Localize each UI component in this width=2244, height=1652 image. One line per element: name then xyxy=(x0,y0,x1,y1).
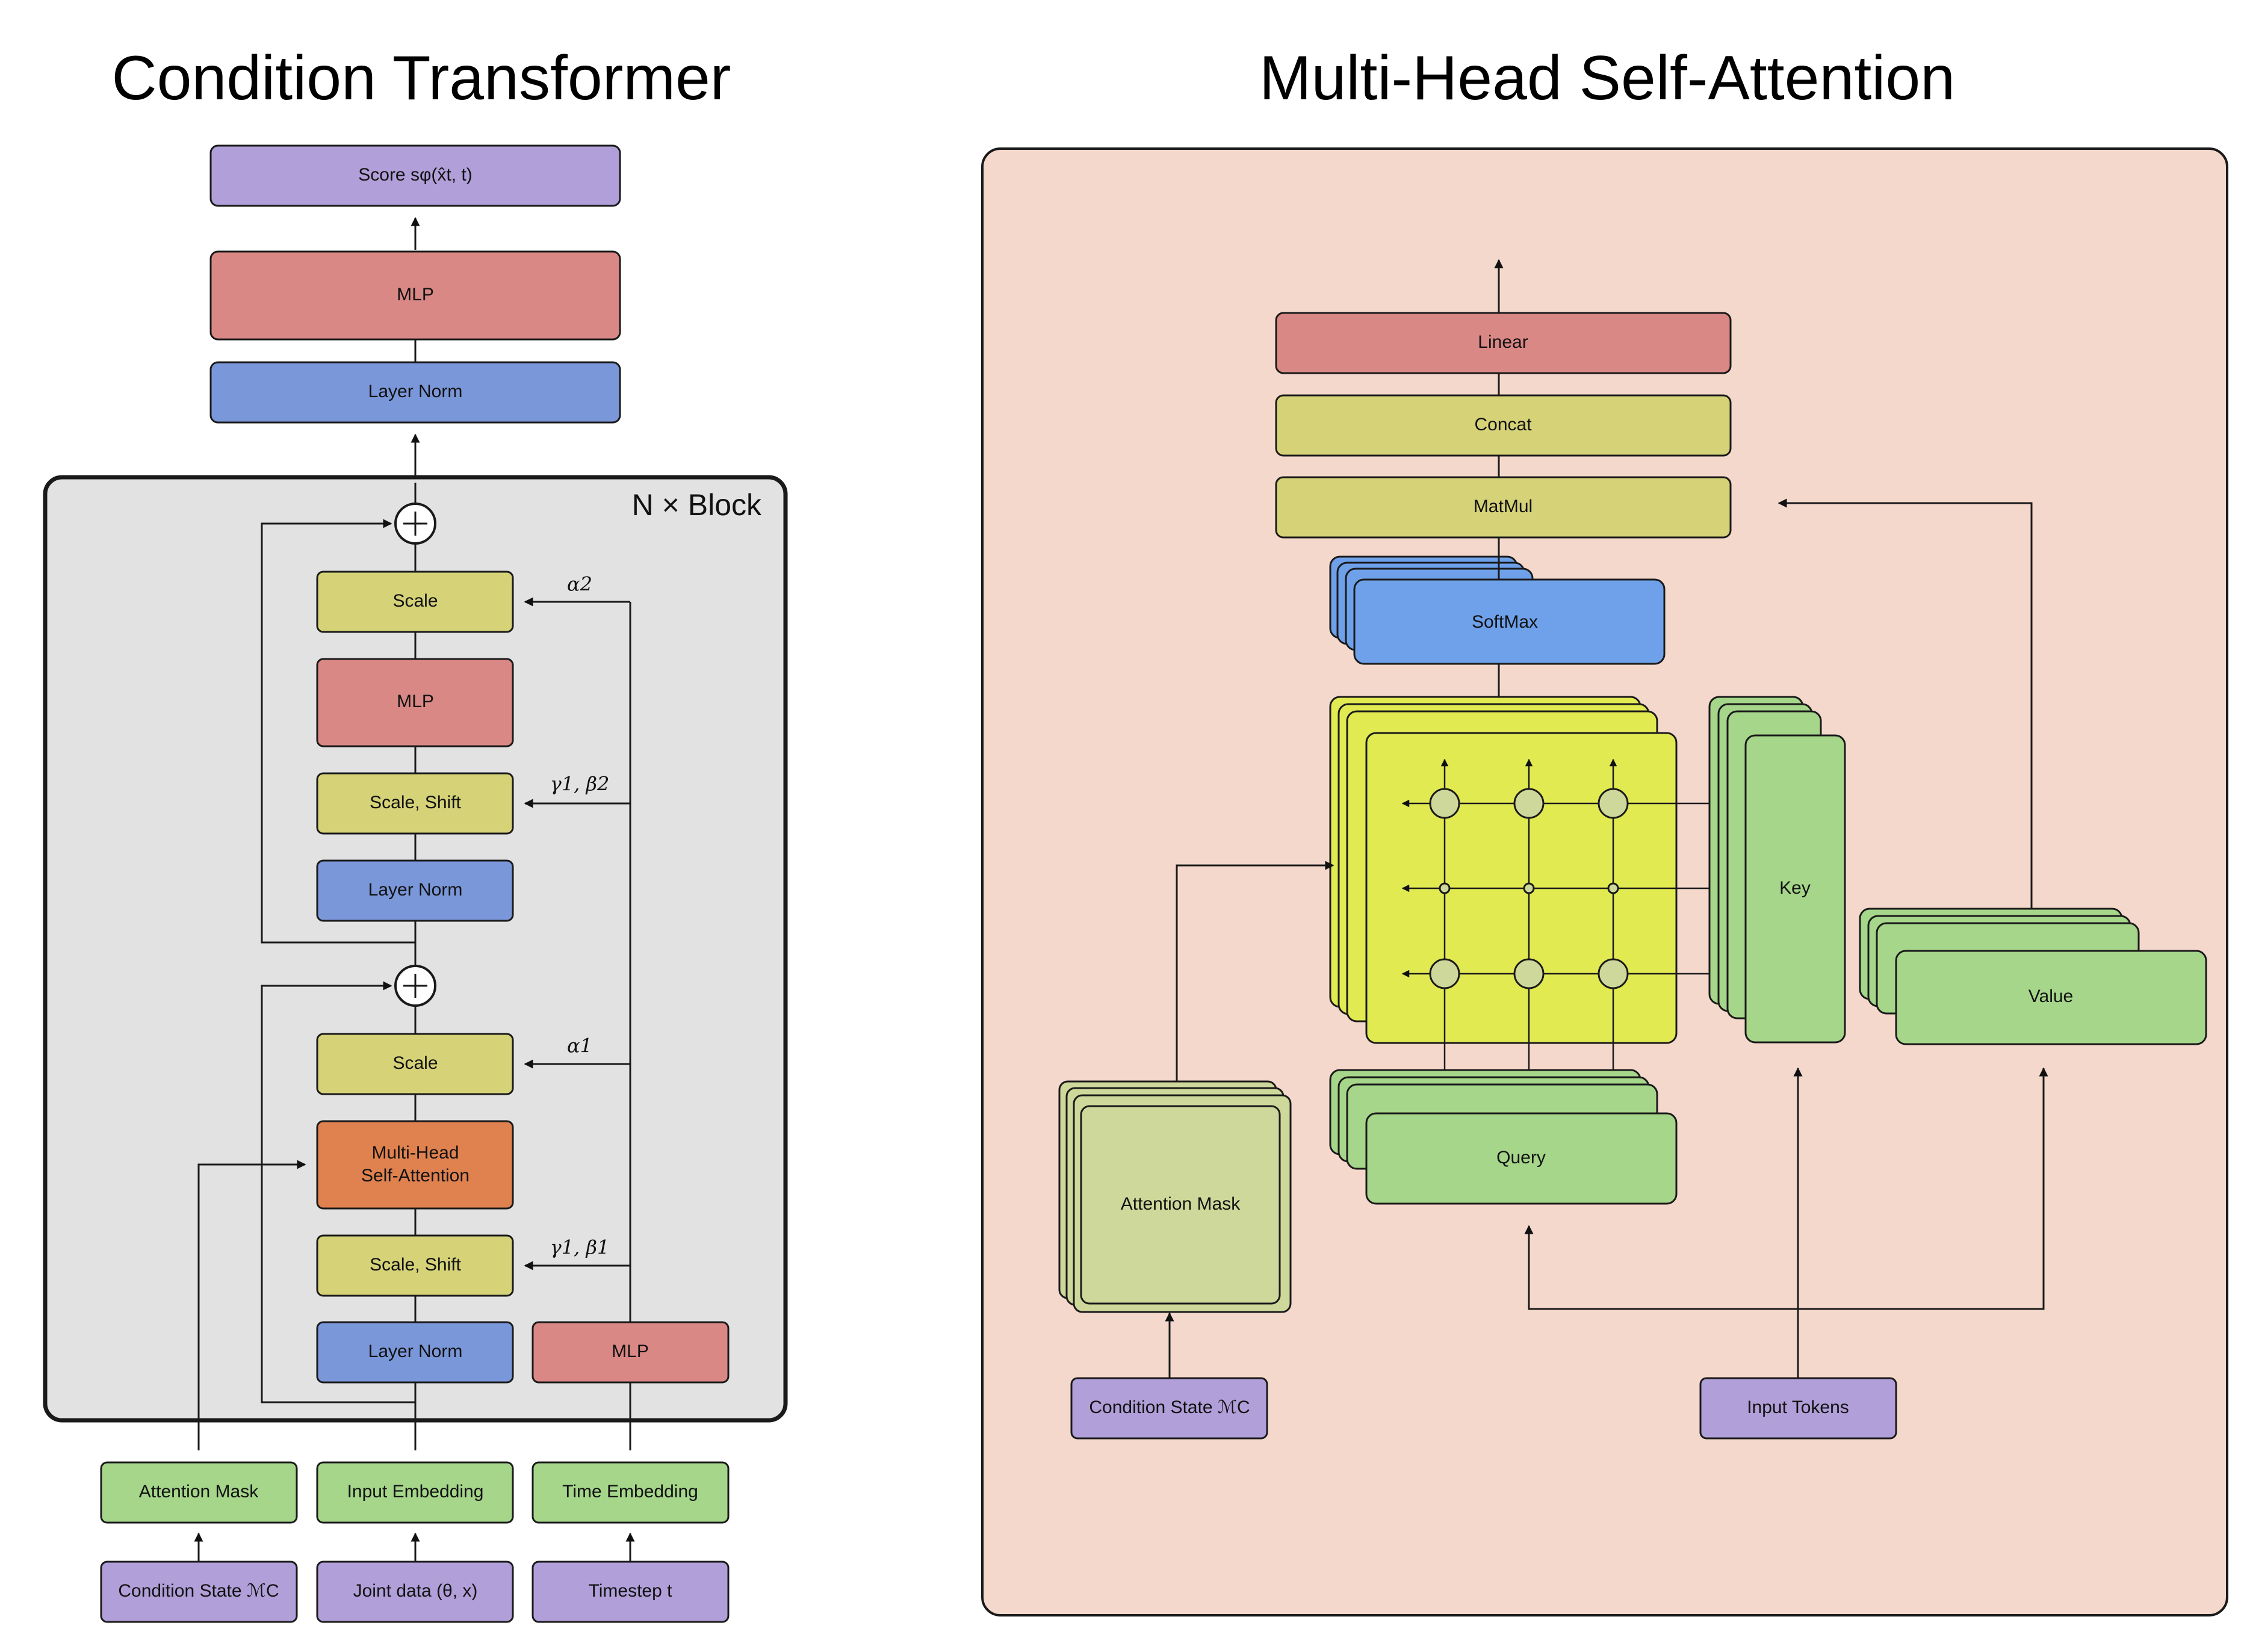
arrow-mask-to-grid xyxy=(1176,861,1334,1081)
time-mlp-label: MLP xyxy=(612,1341,649,1361)
mhsa-box xyxy=(316,1120,514,1210)
top-layer-norm-label: Layer Norm xyxy=(368,382,463,401)
arrow-tokens-to-value xyxy=(1798,1067,2048,1310)
scale-shift-2-label: Scale, Shift xyxy=(370,793,461,812)
query-label: Query xyxy=(1496,1148,1546,1168)
scale-1-label: Scale xyxy=(392,1053,438,1073)
joint-data-label: Joint data (θ, x) xyxy=(353,1581,478,1601)
grid-node xyxy=(1429,958,1460,989)
matmul-label: MatMul xyxy=(1474,497,1533,516)
score-box xyxy=(209,144,621,207)
n-block-label: N × Block xyxy=(632,488,762,522)
grid-node-small xyxy=(1607,882,1619,894)
softmax-label: SoftMax xyxy=(1472,612,1538,632)
value-label: Value xyxy=(2029,986,2074,1006)
arrow-value-to-matmul xyxy=(1778,498,2033,909)
residual-path-2 xyxy=(261,519,415,944)
attention-mask-embedding-label: Attention Mask xyxy=(139,1482,259,1502)
timestep-label: Timestep t xyxy=(589,1581,673,1601)
mhsa-label-1: Multi-Head xyxy=(371,1143,459,1163)
alpha1-label: α1 xyxy=(567,1035,592,1057)
softmax-box xyxy=(1353,578,1666,665)
mhsa-condition-state-box xyxy=(1070,1377,1268,1440)
residual-path-1 xyxy=(261,981,415,1403)
query-box xyxy=(1365,1112,1678,1205)
condition-state-box xyxy=(100,1561,298,1623)
layer-norm-1-label: Layer Norm xyxy=(368,1341,463,1361)
arrow-tokens-to-query xyxy=(1524,1225,1798,1310)
gamma-beta2-label: γ1, β2 xyxy=(550,773,610,796)
concat-box xyxy=(1275,394,1732,457)
attention-mask-path xyxy=(197,1160,306,1450)
grid-node xyxy=(1429,788,1460,819)
top-layer-norm-box xyxy=(209,361,621,424)
grid-node xyxy=(1598,958,1629,989)
grid-node xyxy=(1598,788,1629,819)
linear-label: Linear xyxy=(1478,332,1528,352)
gamma-beta1-label: γ1, β1 xyxy=(550,1236,610,1259)
mhsa-condition-state-label: Condition State ℳC xyxy=(1089,1397,1250,1417)
key-box xyxy=(1744,734,1846,1044)
layer-norm-2-label: Layer Norm xyxy=(368,880,463,900)
score-label: Score sφ(x̂t, t) xyxy=(358,165,472,185)
attention-mask-embedding-box xyxy=(100,1461,298,1524)
grid-node-small xyxy=(1439,882,1451,894)
key-label: Key xyxy=(1779,878,1811,898)
condition-state-label: Condition State ℳC xyxy=(118,1581,279,1601)
concat-label: Concat xyxy=(1474,415,1532,435)
attention-mask-label: Attention Mask xyxy=(1121,1194,1241,1214)
grid-node xyxy=(1513,958,1545,989)
matmul-box xyxy=(1275,476,1732,539)
time-embedding-label: Time Embedding xyxy=(562,1482,698,1502)
mhsa-label-2: Self-Attention xyxy=(361,1166,470,1186)
attention-mask-box xyxy=(1080,1105,1281,1305)
grid-node xyxy=(1513,788,1545,819)
alpha2-label: α2 xyxy=(567,573,592,596)
timestep-box xyxy=(532,1561,730,1623)
mhsa-title: Multi-Head Self-Attention xyxy=(1259,43,1955,113)
input-embedding-label: Input Embedding xyxy=(347,1482,484,1502)
block-mlp-label: MLP xyxy=(397,691,434,711)
scale-shift-1-label: Scale, Shift xyxy=(370,1255,461,1275)
top-mlp-label: MLP xyxy=(397,285,434,305)
time-embedding-box xyxy=(532,1461,730,1524)
input-tokens-label: Input Tokens xyxy=(1747,1397,1849,1417)
value-box xyxy=(1895,950,2207,1045)
grid-node-small xyxy=(1523,882,1535,894)
joint-data-box xyxy=(316,1561,514,1623)
input-embedding-box xyxy=(316,1461,514,1524)
scale-2-label: Scale xyxy=(392,591,438,611)
linear-box xyxy=(1275,312,1732,374)
condition-transformer-title: Condition Transformer xyxy=(112,43,731,113)
